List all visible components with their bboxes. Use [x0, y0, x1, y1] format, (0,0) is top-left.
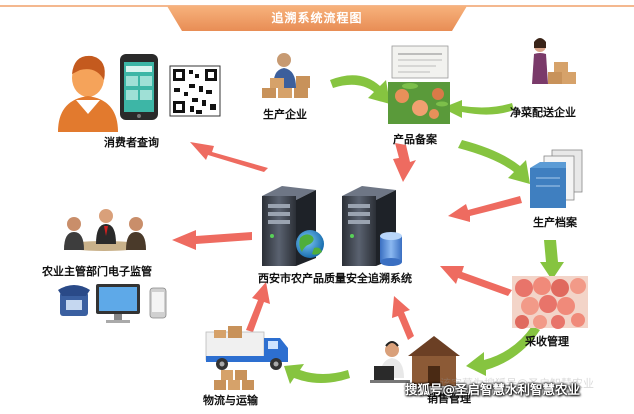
certificate-document-icon — [391, 45, 449, 79]
arrow-harvest-to-system — [440, 266, 512, 296]
store-house-icon — [408, 336, 460, 386]
arrow-harvest-to-sales — [466, 326, 540, 376]
fruit-orchard-photo — [388, 82, 450, 124]
label-production-archive: 生产档案 — [533, 216, 577, 229]
label-consumer-query: 消费者查询 — [104, 136, 159, 149]
monitor-icon — [96, 284, 140, 323]
label-logistics: 物流与运输 — [203, 394, 258, 407]
arrow-registration-to-archive — [458, 140, 530, 184]
delivery-truck-icon — [205, 326, 288, 370]
arrow-cleanveg-to-registration — [442, 100, 514, 118]
desk-phone-icon — [58, 285, 90, 316]
meeting-people-icon — [64, 209, 146, 251]
arrow-archive-to-system — [448, 196, 522, 222]
qr-code-icon — [169, 65, 221, 117]
delivery-worker-icon — [532, 38, 576, 84]
sales-operator-icon — [370, 341, 410, 383]
title-banner — [167, 6, 467, 31]
arrow-to-consumer — [190, 142, 268, 172]
cargo-boxes-icon — [214, 370, 254, 390]
harvest-peaches-photo — [512, 276, 588, 329]
label-producer: 生产企业 — [263, 108, 307, 121]
diagram-title: 追溯系统流程图 — [271, 11, 363, 25]
file-folders-icon — [530, 149, 583, 208]
arrow-logistics-to-system — [246, 282, 270, 332]
label-central-system: 西安市农产品质量安全追溯系统 — [258, 272, 412, 285]
smartphone-icon — [120, 54, 158, 120]
database-cylinder-icon — [380, 232, 402, 266]
label-sales-management: 销售管理 — [427, 392, 471, 405]
consumer-person-icon — [58, 55, 118, 132]
arrow-sales-to-system — [392, 296, 414, 340]
mobile-device-icon — [149, 287, 167, 319]
arrow-registration-to-system — [393, 143, 416, 182]
label-product-registration: 产品备案 — [393, 133, 437, 146]
arrow-archive-to-harvest — [540, 240, 564, 280]
arrow-producer-to-registration — [330, 75, 390, 104]
label-agri-supervision: 农业主管部门电子监管 — [42, 265, 152, 278]
label-harvest-management: 采收管理 — [525, 335, 569, 348]
producer-worker-icon — [262, 53, 310, 98]
arrow-system-to-supervision — [172, 230, 252, 250]
arrow-sales-to-logistics — [284, 364, 350, 384]
watermark-faint: 该字幕为搜狐号@圣启智慧农业 — [440, 377, 594, 390]
label-clean-veg-delivery: 净菜配送企业 — [510, 106, 576, 119]
globe-icon — [296, 230, 324, 258]
watermark-main: 搜狐号@圣启智慧水利智慧农业 — [405, 382, 581, 397]
